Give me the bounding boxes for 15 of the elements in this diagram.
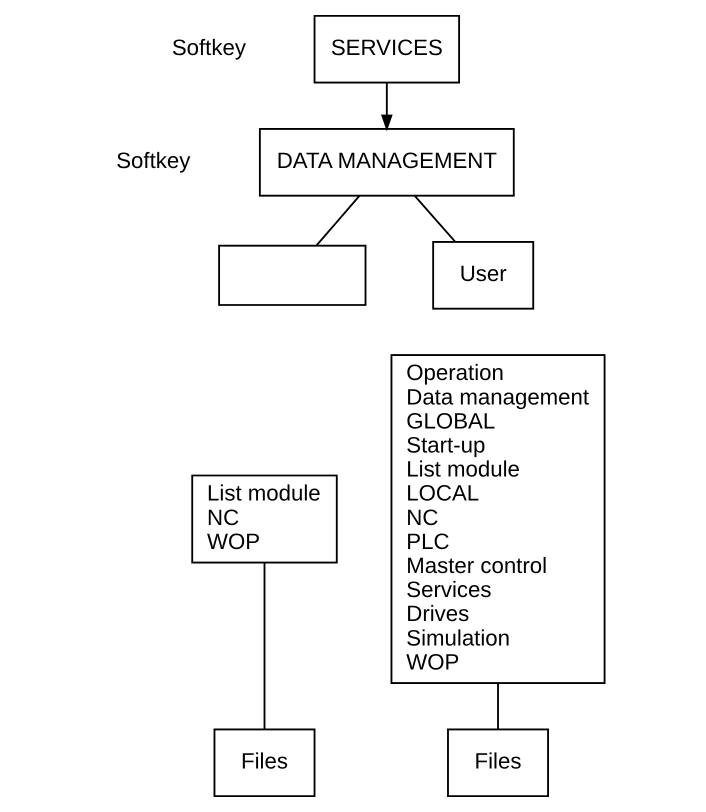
arrow <box>380 82 393 132</box>
node-box: DATA MANAGEMENT <box>258 128 515 197</box>
label: Softkey <box>116 148 190 174</box>
node-box: Files <box>214 728 316 798</box>
connector <box>264 562 266 729</box>
connector <box>316 195 360 246</box>
node-box: User <box>432 241 534 310</box>
node-box: SERVICES <box>314 14 460 84</box>
node-box: Operation Data management GLOBAL Start-up List module LOCAL NC PLC Master control Services Drives Simulation WOP <box>390 354 606 684</box>
node-box: List module NC WOP <box>191 474 338 564</box>
connector <box>497 684 499 730</box>
node-box <box>218 244 366 306</box>
connector <box>414 195 456 242</box>
node-box: Files <box>447 728 549 798</box>
label: Softkey <box>172 34 246 60</box>
